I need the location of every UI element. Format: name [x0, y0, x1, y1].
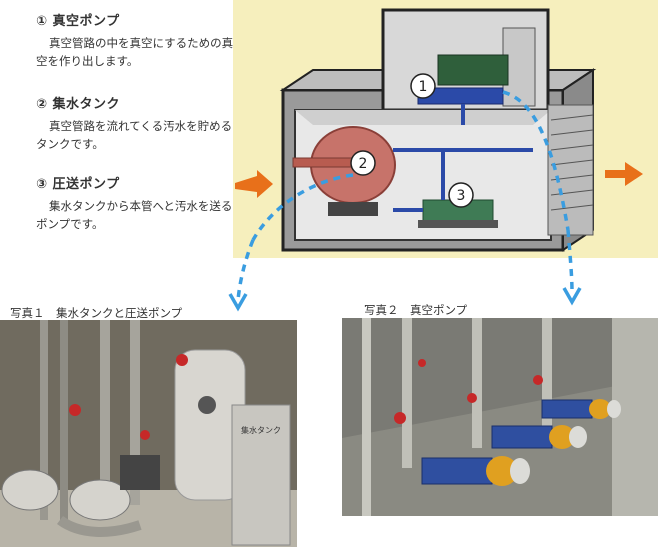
legend-title-vacuum-pump: ① 真空ポンプ — [36, 14, 120, 29]
marker-1-label: 1 — [419, 79, 428, 95]
facility-cutaway-diagram: 1 2 3 — [233, 0, 658, 258]
legend-title-collection-tank: ② 集水タンク — [36, 97, 121, 112]
legend-desc-discharge-pump: 集水タンクから本管へと汚水を送るポンプです。 — [36, 199, 233, 231]
legend-title-discharge-pump: ③ 圧送ポンプ — [36, 177, 120, 192]
legend-desc-vacuum-pump: 真空管路の中を真空にするための真空を作り出します。 — [36, 36, 234, 68]
arrow-head-photo2 — [562, 287, 582, 306]
marker-2: 2 — [350, 150, 376, 176]
marker-2-label: 2 — [359, 156, 368, 172]
photo2-caption: 写真２ 真空ポンプ — [364, 303, 468, 317]
marker-3: 3 — [448, 182, 474, 208]
arrow-head-photo1 — [228, 293, 248, 312]
photo-collection-tank-and-pump: 集水タンク — [0, 320, 297, 547]
photo1-caption: 写真１ 集水タンクと圧送ポンプ — [10, 306, 183, 320]
tank-label: 集水タンク — [241, 425, 281, 435]
legend-desc-collection-tank: 真空管路を流れてくる汚水を貯めるタンクです。 — [36, 119, 233, 151]
photo-vacuum-pumps — [342, 318, 658, 516]
marker-3-label: 3 — [457, 188, 466, 204]
marker-1: 1 — [410, 73, 436, 99]
